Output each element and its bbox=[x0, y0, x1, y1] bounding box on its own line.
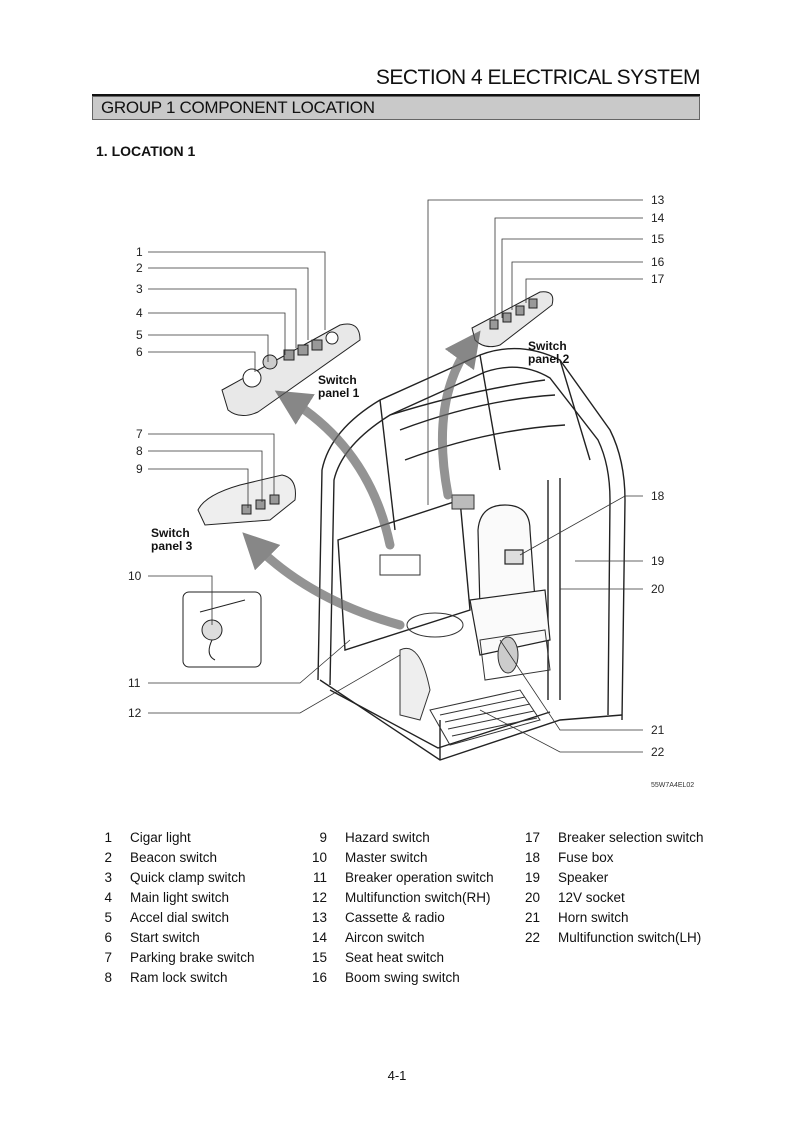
switch-panel-2 bbox=[471, 291, 554, 348]
callout-22: 22 bbox=[651, 745, 665, 759]
callout-numbers: 1 2 3 4 5 6 7 8 9 10 11 12 13 14 15 16 1… bbox=[128, 193, 665, 759]
group-title: GROUP 1 COMPONENT LOCATION bbox=[101, 98, 375, 117]
callout-13: 13 bbox=[651, 193, 665, 207]
cab-frame bbox=[317, 347, 626, 761]
callout-3: 3 bbox=[136, 282, 143, 296]
panel-3-label-line1: Switch bbox=[151, 526, 190, 540]
callout-16: 16 bbox=[651, 255, 665, 269]
callout-15: 15 bbox=[651, 232, 665, 246]
callout-18: 18 bbox=[651, 489, 665, 503]
callout-19: 19 bbox=[651, 554, 665, 568]
section-rule bbox=[92, 94, 700, 96]
callout-12: 12 bbox=[128, 706, 142, 720]
switch-panel-1 bbox=[221, 323, 361, 416]
operator-seat bbox=[469, 504, 551, 656]
cab-floor bbox=[379, 494, 551, 746]
panel-arrows bbox=[242, 330, 481, 630]
page-number: 4-1 bbox=[387, 1068, 407, 1083]
callout-11: 11 bbox=[128, 676, 141, 690]
callout-20: 20 bbox=[651, 582, 665, 596]
callout-10: 10 bbox=[128, 569, 142, 583]
leader-lines bbox=[148, 199, 643, 753]
switch-panel-3 bbox=[197, 474, 296, 526]
location-title: 1. LOCATION 1 bbox=[96, 143, 196, 159]
callout-21: 21 bbox=[651, 723, 665, 737]
master-switch-inset bbox=[182, 591, 262, 668]
callout-6: 6 bbox=[136, 345, 143, 359]
callout-4: 4 bbox=[136, 306, 143, 320]
callout-5: 5 bbox=[136, 328, 143, 342]
callout-9: 9 bbox=[136, 462, 143, 476]
callout-17: 17 bbox=[651, 272, 665, 286]
panel-1-label-line2: panel 1 bbox=[318, 386, 360, 400]
callout-2: 2 bbox=[136, 261, 143, 275]
figure-code: 55W7A4EL02 bbox=[651, 782, 694, 789]
panel-2-label-line2: panel 2 bbox=[528, 352, 570, 366]
callout-7: 7 bbox=[136, 427, 143, 441]
callout-1: 1 bbox=[136, 245, 143, 259]
group-header-bar: GROUP 1 COMPONENT LOCATION bbox=[92, 96, 700, 120]
callout-14: 14 bbox=[651, 211, 665, 225]
cab-diagram: 1 2 3 4 5 6 7 8 9 10 11 12 13 14 15 16 1… bbox=[128, 193, 694, 789]
panel-3-label-line2: panel 3 bbox=[151, 539, 193, 553]
section-title: SECTION 4 ELECTRICAL SYSTEM bbox=[375, 66, 701, 89]
panel-1-label-line1: Switch bbox=[318, 373, 357, 387]
panel-2-label-line1: Switch bbox=[528, 339, 567, 353]
callout-8: 8 bbox=[136, 444, 143, 458]
